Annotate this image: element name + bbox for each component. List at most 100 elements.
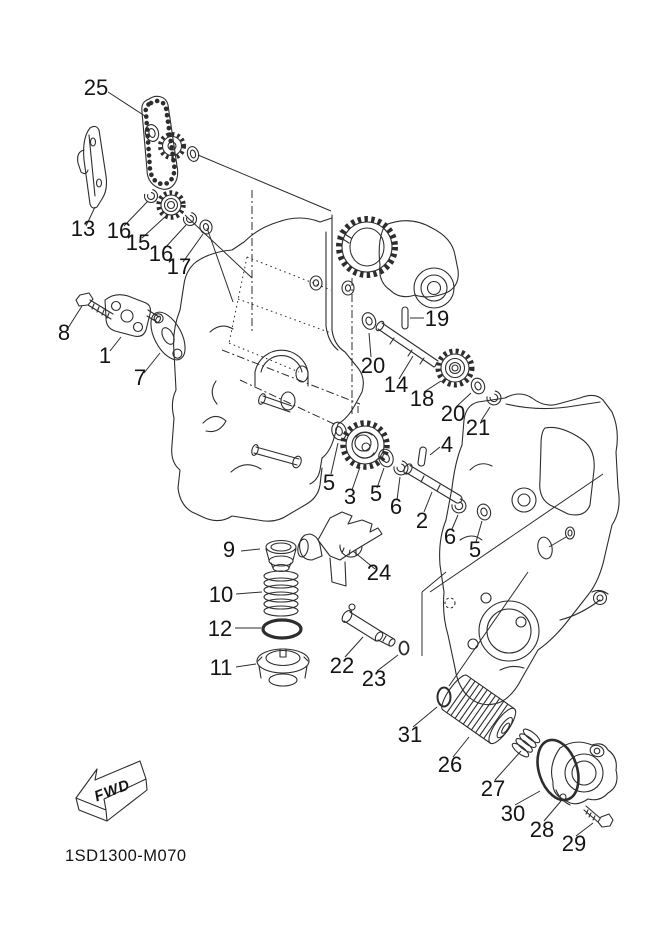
callout-25: 25 xyxy=(84,75,108,100)
washer-20 xyxy=(470,377,486,395)
callout-26: 26 xyxy=(438,752,462,777)
shaft-14 xyxy=(375,320,439,368)
fwd-label: FWD xyxy=(92,776,133,805)
callout-17: 17 xyxy=(167,254,191,279)
washer-5 xyxy=(378,448,394,468)
alignment-line xyxy=(206,227,234,303)
tensioner-group xyxy=(75,292,186,361)
filter-axis-line xyxy=(448,571,529,687)
filter-cover-28 xyxy=(551,741,618,806)
diagram-code: 1SD1300-M070 xyxy=(65,847,187,865)
e-clip-21 xyxy=(486,390,502,406)
callout-18: 18 xyxy=(410,386,434,411)
washer-20 xyxy=(361,312,377,330)
o-ring-23 xyxy=(398,640,410,656)
callout-11: 11 xyxy=(210,655,233,680)
callout-12: 12 xyxy=(208,616,232,641)
callout-21: 21 xyxy=(466,415,490,440)
washer-17 xyxy=(199,219,213,235)
o-ring-31 xyxy=(436,686,452,708)
callout-28: 28 xyxy=(530,817,554,842)
spring-27 xyxy=(511,728,541,758)
callout-9: 9 xyxy=(223,537,235,562)
callout-29: 29 xyxy=(562,831,586,856)
pump-shaft-group xyxy=(361,306,502,406)
callout-22: 22 xyxy=(330,653,354,678)
callout-3: 3 xyxy=(344,484,356,509)
e-clip-6 xyxy=(393,460,409,476)
callout-31: 31 xyxy=(398,722,422,747)
callout-2: 2 xyxy=(416,508,428,533)
callout-24: 24 xyxy=(367,560,391,585)
bolt-ear-hole xyxy=(341,280,355,296)
callout-23: 23 xyxy=(362,666,386,691)
callout-6b: 6 xyxy=(444,524,456,549)
o-ring-12 xyxy=(261,618,303,640)
valve-9 xyxy=(265,539,297,573)
oil-filter-group xyxy=(436,674,618,828)
callout-7: 7 xyxy=(134,365,146,390)
case-detail-lines xyxy=(459,463,525,671)
bolt-29 xyxy=(583,805,614,828)
callout-16a: 16 xyxy=(107,218,131,243)
case-opening xyxy=(539,426,595,516)
cylinder-face-dots xyxy=(228,256,332,373)
callout-10: 10 xyxy=(209,582,233,607)
alignment-line xyxy=(184,214,253,279)
pin-4 xyxy=(417,446,427,467)
cap-11 xyxy=(256,648,310,687)
callout-labels: 25 13 16 15 16 17 8 1 7 19 20 14 18 20 2… xyxy=(58,75,586,856)
drive-gear-group xyxy=(331,420,492,521)
callout-5c: 5 xyxy=(469,537,481,562)
alignment-line xyxy=(197,154,332,212)
callout-30: 30 xyxy=(501,801,525,826)
callout-4: 4 xyxy=(441,432,453,457)
bearing-saddle xyxy=(254,349,309,387)
callout-6a: 6 xyxy=(390,494,402,519)
callout-20b: 20 xyxy=(441,401,465,426)
filter-element-26 xyxy=(441,674,517,745)
case-detail-lines xyxy=(202,325,262,473)
callout-15: 15 xyxy=(126,230,150,255)
balancer-bearing xyxy=(413,267,455,309)
spring-10 xyxy=(263,570,299,617)
bolt-ear-hole xyxy=(309,275,323,291)
relief-valve-group xyxy=(256,539,310,687)
pipe-22 xyxy=(341,603,396,647)
right-crankcase xyxy=(439,393,620,706)
callout-1: 1 xyxy=(99,343,111,368)
washer xyxy=(144,124,160,142)
clip xyxy=(186,146,200,162)
e-clip-16 xyxy=(143,189,159,204)
callout-16b: 16 xyxy=(149,241,173,266)
balancer-gear-teeth xyxy=(336,216,398,278)
bolt-8 xyxy=(75,292,114,320)
callout-20a: 20 xyxy=(361,353,385,378)
sprocket-15 xyxy=(156,190,186,220)
e-clip-16 xyxy=(182,212,198,227)
shaft-axis-line xyxy=(221,349,361,413)
pin-19 xyxy=(401,306,409,330)
gear-3 xyxy=(340,420,390,470)
gasket-7 xyxy=(150,311,186,361)
fwd-arrow: FWD xyxy=(75,760,148,822)
callout-5b: 5 xyxy=(370,481,382,506)
e-clip-6 xyxy=(451,498,467,514)
callout-27: 27 xyxy=(481,776,505,801)
pump-boss-opening xyxy=(478,600,540,662)
balancer-assembly xyxy=(336,216,459,309)
oil-pipe-group xyxy=(341,603,410,656)
shaft-axis-line xyxy=(239,379,335,425)
washer-5 xyxy=(476,503,492,521)
leader-lines xyxy=(67,91,594,837)
alignment-line xyxy=(429,473,604,593)
callout-5a: 5 xyxy=(323,470,335,495)
callout-13: 13 xyxy=(71,216,95,241)
cam-chain-rollers xyxy=(143,98,177,187)
strainer-bracket-24 xyxy=(297,511,383,587)
callout-14: 14 xyxy=(384,372,408,397)
cam-chain-group xyxy=(77,95,213,235)
gear-18 xyxy=(435,348,475,388)
